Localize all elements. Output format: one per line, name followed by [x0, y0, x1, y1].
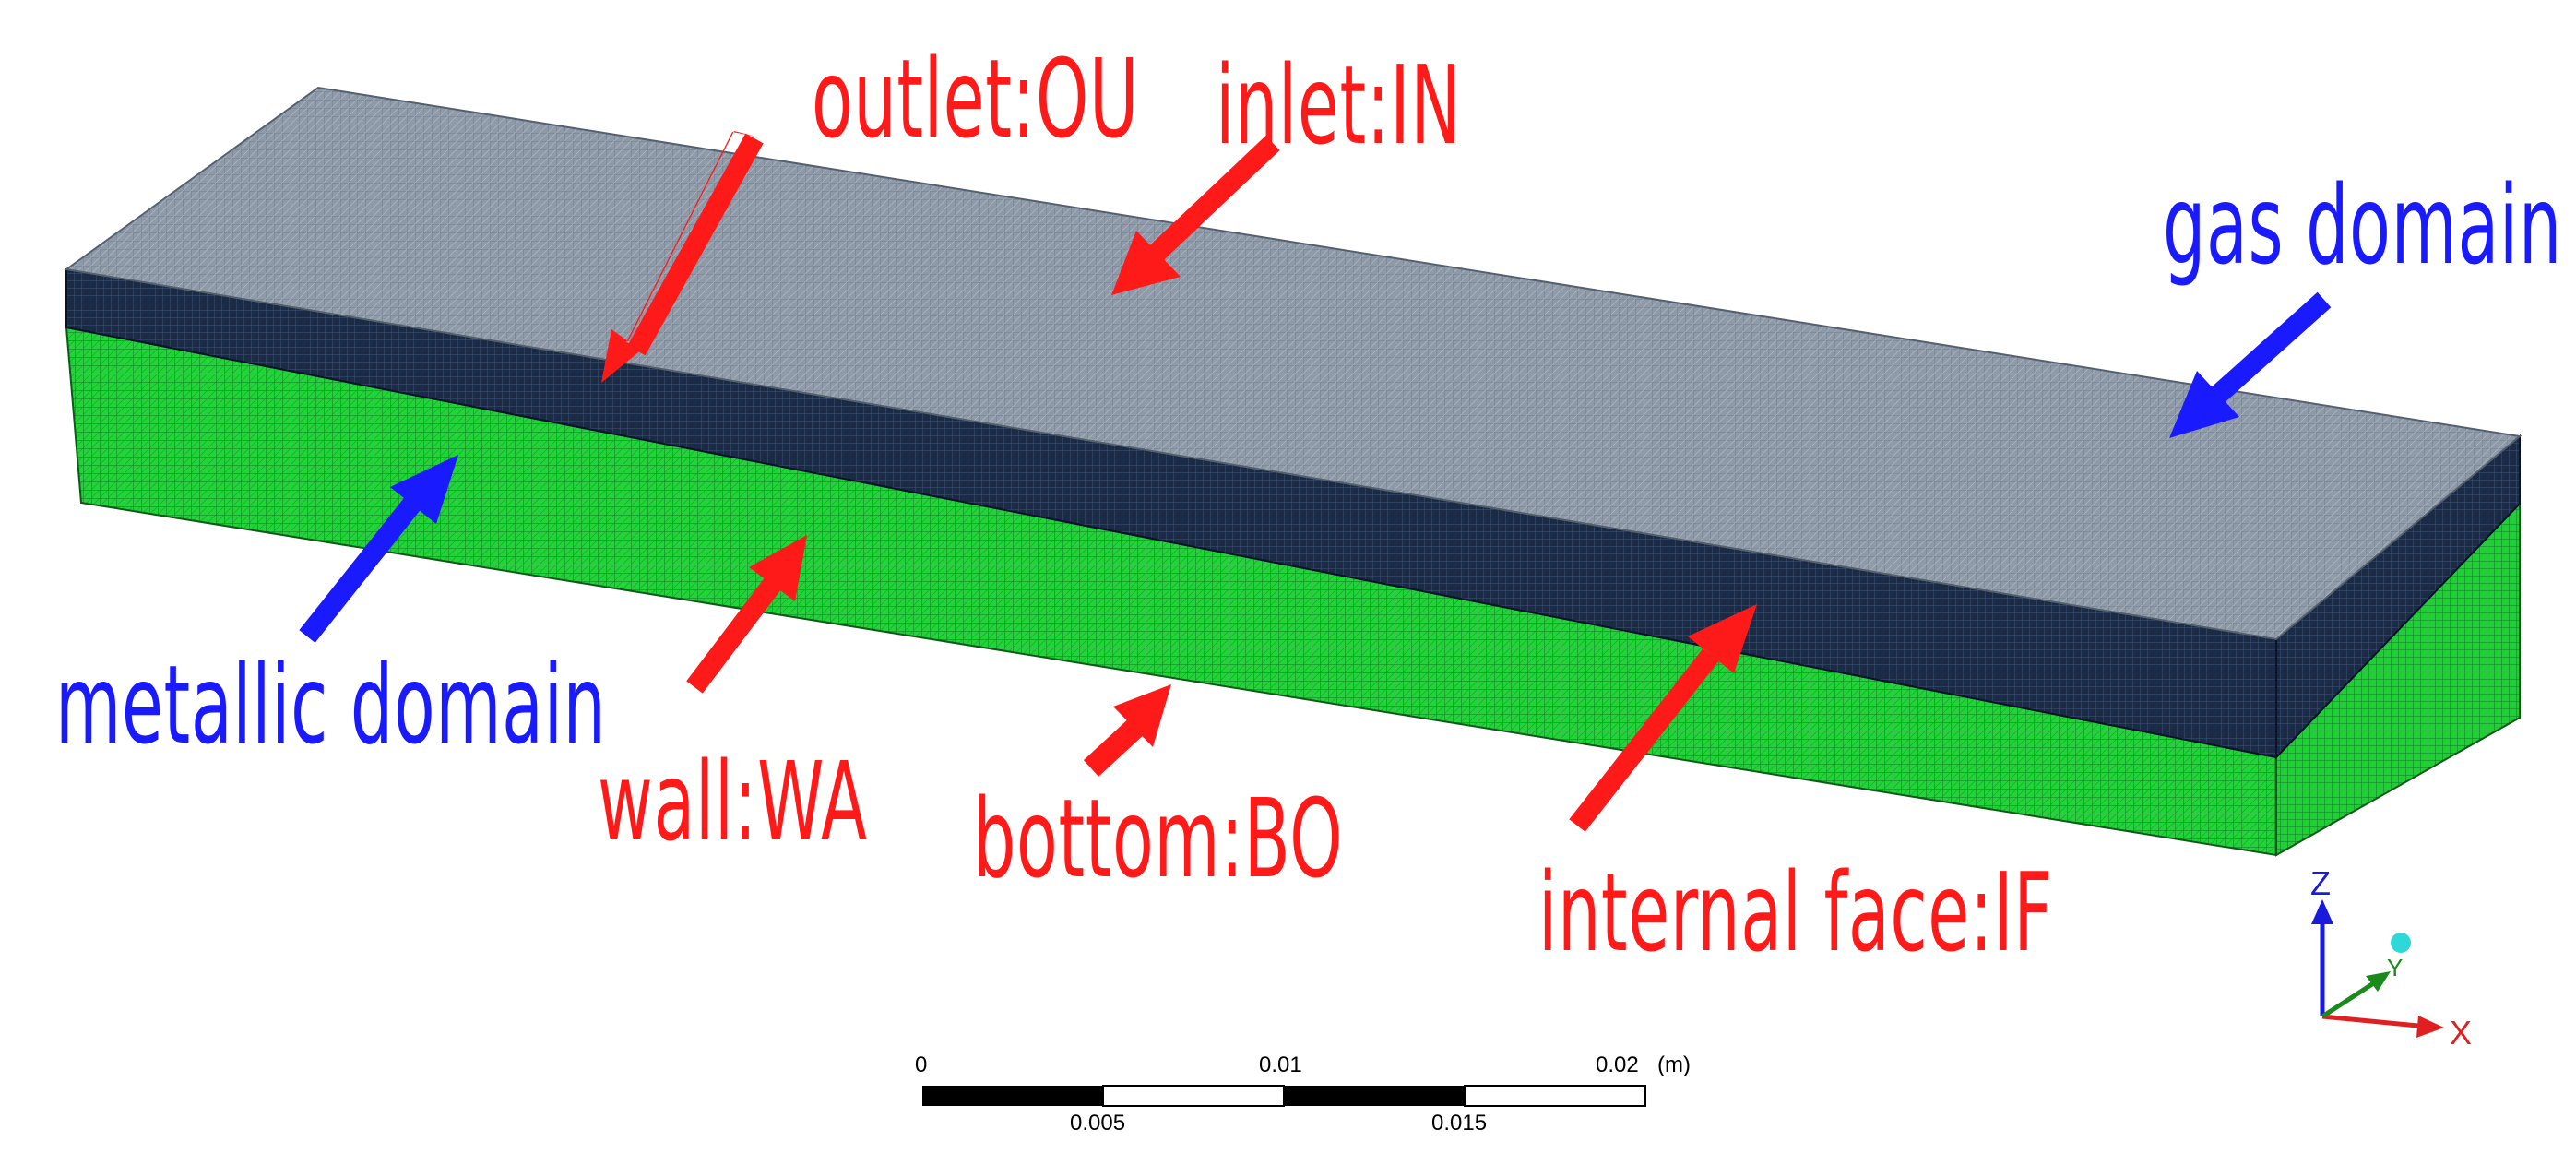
axis-x-label: X: [2450, 1014, 2473, 1052]
inlet-arrow: [1111, 136, 1280, 295]
axis-y-label: Y: [2387, 954, 2404, 981]
wall-arrow: [686, 535, 807, 694]
scale-unit: (m): [1657, 1052, 1691, 1077]
bottom-arrow: [1083, 684, 1171, 777]
scale-tick-0.01: 0.01: [1259, 1052, 1302, 1077]
metallic-domain-arrow: [299, 455, 458, 643]
axis-z-label: Z: [2310, 864, 2331, 902]
internal-face-label: internal face:IF: [1538, 849, 2054, 976]
outlet-arrow: [601, 131, 764, 383]
scale-tick-0.005: 0.005: [1070, 1111, 1126, 1135]
scale-bar: [922, 1085, 1646, 1107]
metallic-domain-label: metallic domain: [55, 641, 607, 768]
wall-label: wall:WA: [598, 738, 868, 865]
bottom-label: bottom:BO: [973, 775, 1344, 902]
inlet-label: inlet:IN: [1216, 42, 1462, 169]
axis-triad: [2311, 899, 2444, 1038]
gas-domain-arrow: [2169, 291, 2332, 438]
gas-domain-label: gas domain: [2163, 161, 2562, 289]
scale-tick-0: 0: [915, 1052, 928, 1077]
scale-tick-0.015: 0.015: [1431, 1111, 1488, 1135]
gas-top-face: [64, 86, 2523, 641]
internal-face-arrow: [1569, 604, 1757, 832]
outlet-label: outlet:OU: [812, 35, 1140, 162]
scale-tick-0.02: 0.02: [1596, 1052, 1639, 1077]
